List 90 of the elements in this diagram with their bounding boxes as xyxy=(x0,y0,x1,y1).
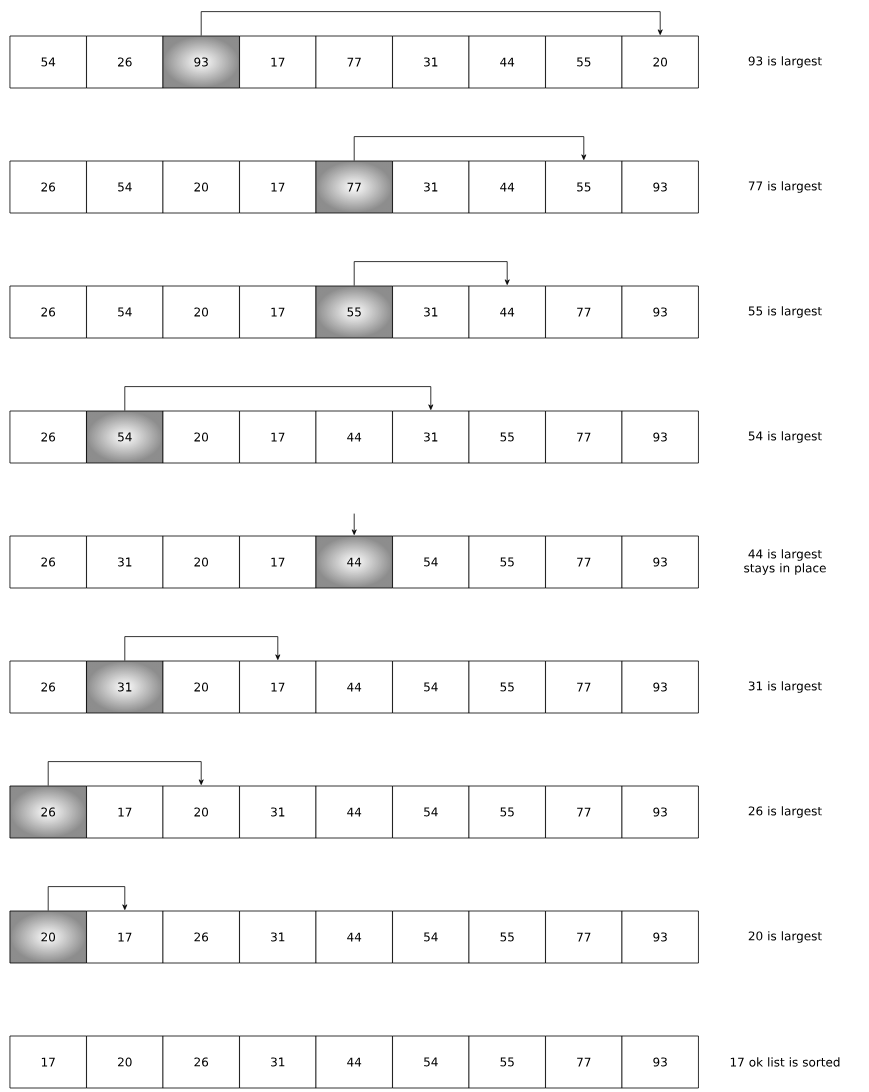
array-cell: 31 xyxy=(239,1035,317,1089)
array-cell: 77 xyxy=(315,35,393,89)
array-cell: 77 xyxy=(545,1035,623,1089)
array-cell: 55 xyxy=(468,910,546,964)
array-cell: 31 xyxy=(239,785,317,839)
arrow xyxy=(124,386,434,411)
array-cell: 31 xyxy=(392,285,470,339)
array-cell: 44 xyxy=(315,410,393,464)
array-cell: 54 xyxy=(392,785,470,839)
array-cell: 20 xyxy=(162,785,240,839)
array-cell: 54 xyxy=(392,660,470,714)
array-cell: 26 xyxy=(162,1035,240,1089)
arrow xyxy=(200,11,663,36)
array-cell: 77 xyxy=(545,285,623,339)
array-cell: 77 xyxy=(545,910,623,964)
step-note: 26 is largest xyxy=(748,806,822,818)
arrow xyxy=(47,886,128,911)
array-cell: 17 xyxy=(239,660,317,714)
array-cell: 26 xyxy=(9,160,87,214)
array-cell: 17 xyxy=(86,910,164,964)
array-cell: 55 xyxy=(468,535,546,589)
array-cell: 31 xyxy=(392,35,470,89)
array-cell: 93 xyxy=(621,1035,699,1089)
arrow xyxy=(353,261,510,286)
array-cell: 26 xyxy=(9,535,87,589)
array-cell: 17 xyxy=(239,160,317,214)
array-cell: 54 xyxy=(86,285,164,339)
array-cell: 55 xyxy=(468,410,546,464)
array-cell: 77 xyxy=(545,535,623,589)
arrow xyxy=(124,636,281,661)
step-note: 17 ok list is sorted xyxy=(730,1057,840,1067)
array-cell: 44 xyxy=(468,35,546,89)
array-cell: 55 xyxy=(468,1035,546,1089)
array-cell: 20 xyxy=(162,410,240,464)
array-cell: 54 xyxy=(9,35,87,89)
array-cell: 93 xyxy=(621,535,699,589)
array-cell: 44 xyxy=(315,910,393,964)
array-cell: 44 xyxy=(315,785,393,839)
step-note: 55 is largest xyxy=(748,306,822,318)
array-cell: 44 xyxy=(315,660,393,714)
array-cell: 44 xyxy=(468,160,546,214)
arrow xyxy=(47,761,204,786)
array-cell: 55 xyxy=(468,660,546,714)
step-note: 44 is largest stays in place xyxy=(744,549,826,575)
array-cell: 44 xyxy=(315,1035,393,1089)
array-cell: 17 xyxy=(239,35,317,89)
array-cell: 55 xyxy=(545,160,623,214)
array-cell: 20 xyxy=(162,285,240,339)
array-cell: 31 xyxy=(392,160,470,214)
array-cell: 31 xyxy=(239,910,317,964)
arrow xyxy=(353,136,587,161)
step-note: 54 is largest xyxy=(748,431,822,443)
array-cell: 31 xyxy=(392,410,470,464)
array-cell: 54 xyxy=(392,910,470,964)
array-cell: 26 xyxy=(9,285,87,339)
step-note: 20 is largest xyxy=(748,931,822,943)
array-cell: 20 xyxy=(621,35,699,89)
array-cell: 26 xyxy=(86,35,164,89)
array-cell: 26 xyxy=(9,410,87,464)
array-cell: 20 xyxy=(162,660,240,714)
array-cell: 55 xyxy=(468,785,546,839)
array-cell: 93 xyxy=(621,285,699,339)
array-cell: 93 xyxy=(621,910,699,964)
array-cell: 77 xyxy=(545,410,623,464)
array-cell: 77 xyxy=(545,785,623,839)
array-cell: 20 xyxy=(162,535,240,589)
array-cell: 17 xyxy=(86,785,164,839)
array-cell: 44 xyxy=(468,285,546,339)
step-note: 93 is largest xyxy=(748,56,822,68)
array-cell: 54 xyxy=(86,160,164,214)
step-note: 77 is largest xyxy=(748,181,822,193)
array-cell: 17 xyxy=(239,535,317,589)
array-cell: 77 xyxy=(545,660,623,714)
array-cell: 55 xyxy=(545,35,623,89)
array-cell: 20 xyxy=(162,160,240,214)
array-cell: 93 xyxy=(621,410,699,464)
array-cell: 93 xyxy=(621,160,699,214)
arrow xyxy=(351,513,357,535)
array-cell: 93 xyxy=(621,785,699,839)
step-note: 31 is largest xyxy=(748,681,822,693)
array-cell: 17 xyxy=(239,410,317,464)
array-cell: 17 xyxy=(239,285,317,339)
array-cell: 20 xyxy=(86,1035,164,1089)
array-cell: 26 xyxy=(9,660,87,714)
array-cell: 31 xyxy=(86,535,164,589)
array-cell: 54 xyxy=(392,1035,470,1089)
array-cell: 54 xyxy=(392,535,470,589)
array-cell: 93 xyxy=(621,660,699,714)
array-cell: 17 xyxy=(9,1035,87,1089)
array-cell: 26 xyxy=(162,910,240,964)
